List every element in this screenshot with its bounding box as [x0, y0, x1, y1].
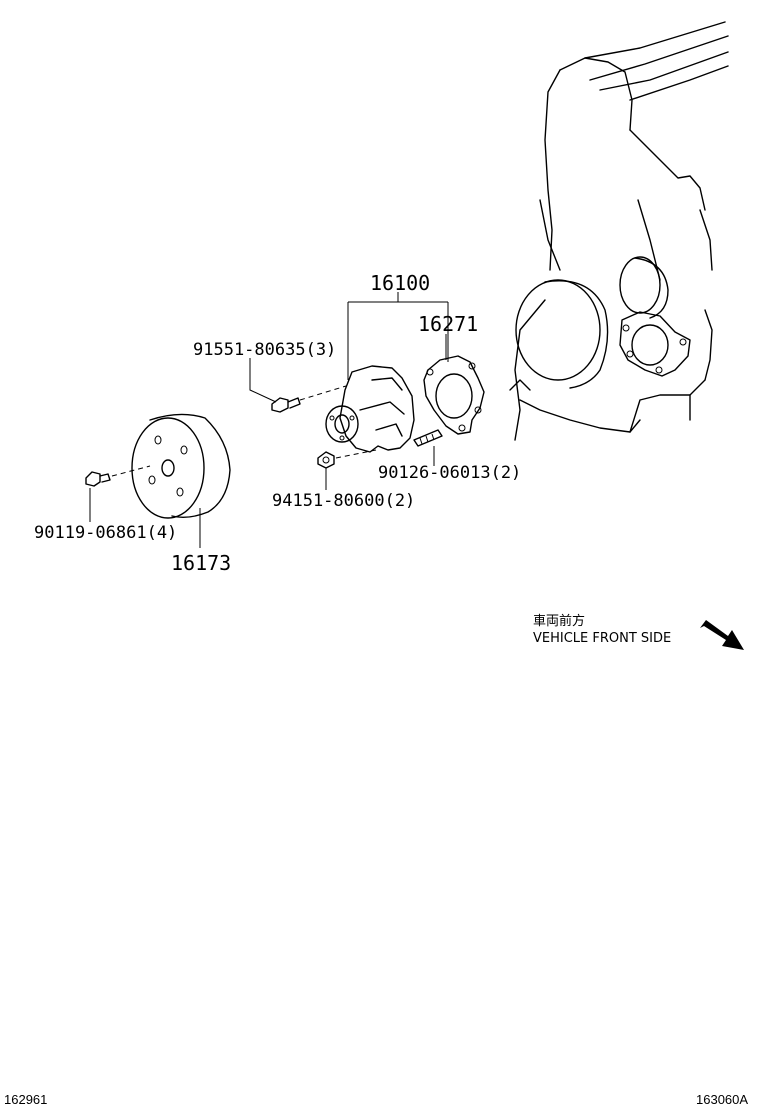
- leader-lines: [89, 292, 449, 548]
- label-94151: 94151-80600(2): [272, 491, 415, 511]
- pulley-16173: [131, 413, 231, 519]
- label-16271: 16271: [418, 312, 478, 336]
- label-90119: 90119-06861(4): [34, 523, 177, 543]
- engine-pump-mount: [619, 311, 691, 377]
- bolt-91551: [271, 385, 347, 413]
- footer-code-right: 163060A: [696, 1092, 748, 1107]
- water-pump-16100: [325, 365, 415, 453]
- direction-label-jp: 車両前方: [533, 613, 585, 629]
- bolt-90119: [85, 465, 151, 487]
- footer-code-left: 162961: [4, 1092, 47, 1107]
- label-16100: 16100: [370, 271, 430, 295]
- engine-pulley: [515, 279, 609, 389]
- direction-label-en: VEHICLE FRONT SIDE: [533, 631, 671, 646]
- label-91551: 91551-80635(3): [193, 340, 336, 360]
- label-90126: 90126-06013(2): [378, 463, 521, 483]
- stud-90126: [413, 429, 443, 447]
- engine-idler-pulley: [619, 256, 669, 319]
- direction-arrow-icon: [700, 620, 744, 650]
- gasket-16271: [423, 355, 485, 435]
- engine-block: [509, 21, 729, 441]
- label-16173: 16173: [171, 551, 231, 575]
- nut-94151: [317, 449, 377, 469]
